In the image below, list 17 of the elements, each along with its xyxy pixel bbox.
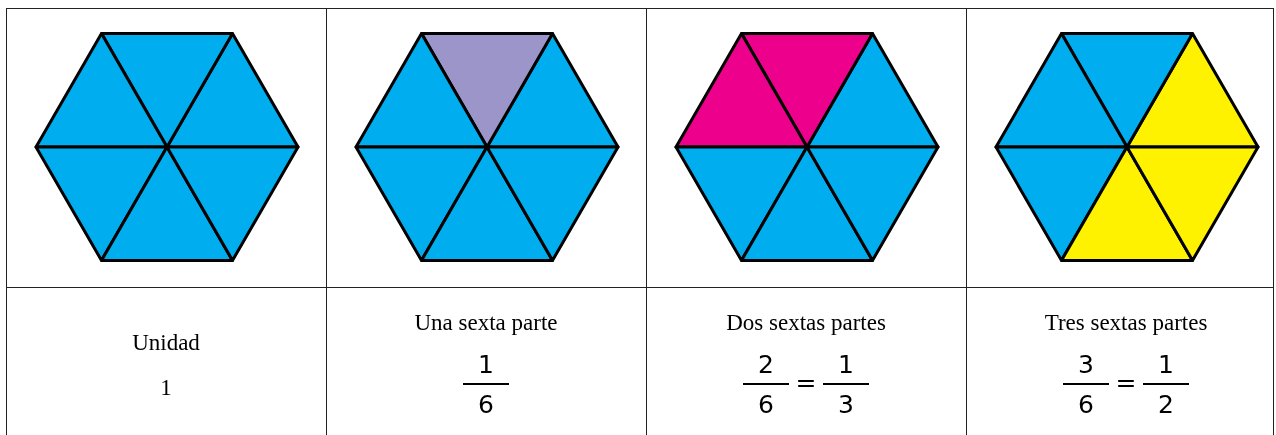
fraction-name: Dos sextas partes (726, 311, 886, 334)
numerator: 1 (1158, 352, 1174, 377)
fraction-name: Unidad (132, 331, 200, 354)
denominator: 3 (838, 392, 854, 417)
numerator: 3 (1078, 352, 1094, 377)
numerator: 1 (838, 352, 854, 377)
denominator: 6 (1078, 392, 1094, 417)
fraction-name: Una sexta parte (414, 311, 558, 334)
numerator: 1 (478, 352, 494, 377)
denominator: 6 (758, 392, 774, 417)
equals-sign: = (795, 370, 817, 395)
fraction-name: Tres sextas partes (1044, 311, 1208, 334)
equals-sign: = (1115, 370, 1137, 395)
denominator: 2 (1158, 392, 1174, 417)
unit-value: 1 (160, 376, 172, 399)
denominator: 6 (478, 392, 494, 417)
numerator: 2 (758, 352, 774, 377)
